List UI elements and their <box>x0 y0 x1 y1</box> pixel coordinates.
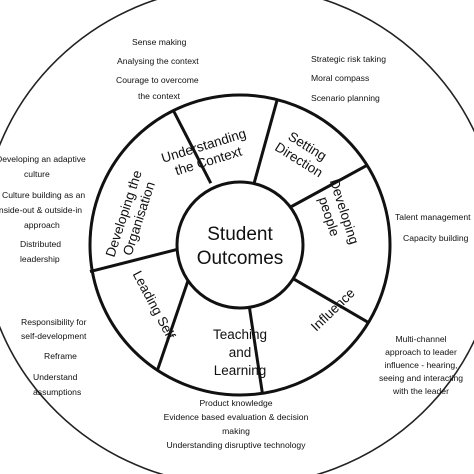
divider-5 <box>247 307 264 394</box>
annotation-text: making <box>222 426 250 436</box>
annotation-text: Courage to overcome <box>116 75 199 85</box>
annotation-text: Capacity building <box>403 233 469 243</box>
annotation-text: Talent management <box>395 212 471 222</box>
annotation-text: Responsibility for <box>21 317 87 327</box>
annotation-text: Moral compass <box>311 73 369 83</box>
wheel-inner-circle <box>175 180 305 310</box>
annotation-developing-organisation: Developing an adaptive culture Culture b… <box>0 154 86 264</box>
annotation-text: influence - hearing, <box>384 360 457 370</box>
annotation-developing-people: Talent management Capacity building <box>395 212 471 243</box>
divider-4 <box>292 277 370 324</box>
annotation-text: approach <box>24 220 60 230</box>
annotation-text: approach to leader <box>385 347 457 357</box>
annotation-understanding-context: Sense making Analysing the context Coura… <box>116 37 199 101</box>
divider-6 <box>155 279 190 371</box>
annotation-text: Culture building as an <box>2 190 85 200</box>
center-label-line2: Outcomes <box>197 248 284 269</box>
annotation-text: leadership <box>20 254 60 264</box>
divider-7 <box>89 247 178 274</box>
annotation-text: the context <box>138 91 181 101</box>
divider-3 <box>289 164 368 209</box>
annotation-text: Strategic risk taking <box>311 54 386 64</box>
annotation-text: Sense making <box>132 37 187 47</box>
segment-label: Teaching <box>213 327 267 342</box>
annotation-text: Multi-channel <box>395 334 446 344</box>
annotation-text: culture <box>24 169 50 179</box>
annotation-text: Analysing the context <box>117 56 199 66</box>
annotation-influence: Multi-channel approach to leader influen… <box>379 334 463 396</box>
segment-label: and <box>229 345 252 360</box>
annotation-text: self-development <box>21 331 87 341</box>
annotation-text: assumptions <box>33 387 81 397</box>
segment-dividers <box>89 98 370 394</box>
annotation-text: Developing an adaptive <box>0 154 86 164</box>
segment-label: Learning <box>214 363 267 378</box>
divider-1 <box>171 109 213 184</box>
segment-teaching-learning: Teaching and Learning <box>213 327 267 378</box>
annotation-text: Product knowledge <box>199 398 272 408</box>
annotation-teaching-learning: Product knowledge Evidence based evaluat… <box>164 398 309 450</box>
annotation-text: Understanding disruptive technology <box>166 440 306 450</box>
annotation-leading-self: Responsibility for self-development Refr… <box>21 317 87 397</box>
annotation-text: with the leader <box>392 386 449 396</box>
annotation-text: inside-out & outside-in <box>0 205 82 215</box>
annotation-text: Understand <box>33 372 78 382</box>
annotation-text: seeing and interacting <box>379 373 463 383</box>
annotation-text: Reframe <box>44 351 77 361</box>
annotation-text: Scenario planning <box>311 93 380 103</box>
annotation-text: Distributed <box>20 239 61 249</box>
center-label-line1: Student <box>207 224 273 245</box>
annotation-text: Evidence based evaluation & decision <box>164 412 309 422</box>
annotation-setting-direction: Strategic risk taking Moral compass Scen… <box>311 54 386 103</box>
divider-2 <box>252 98 279 185</box>
